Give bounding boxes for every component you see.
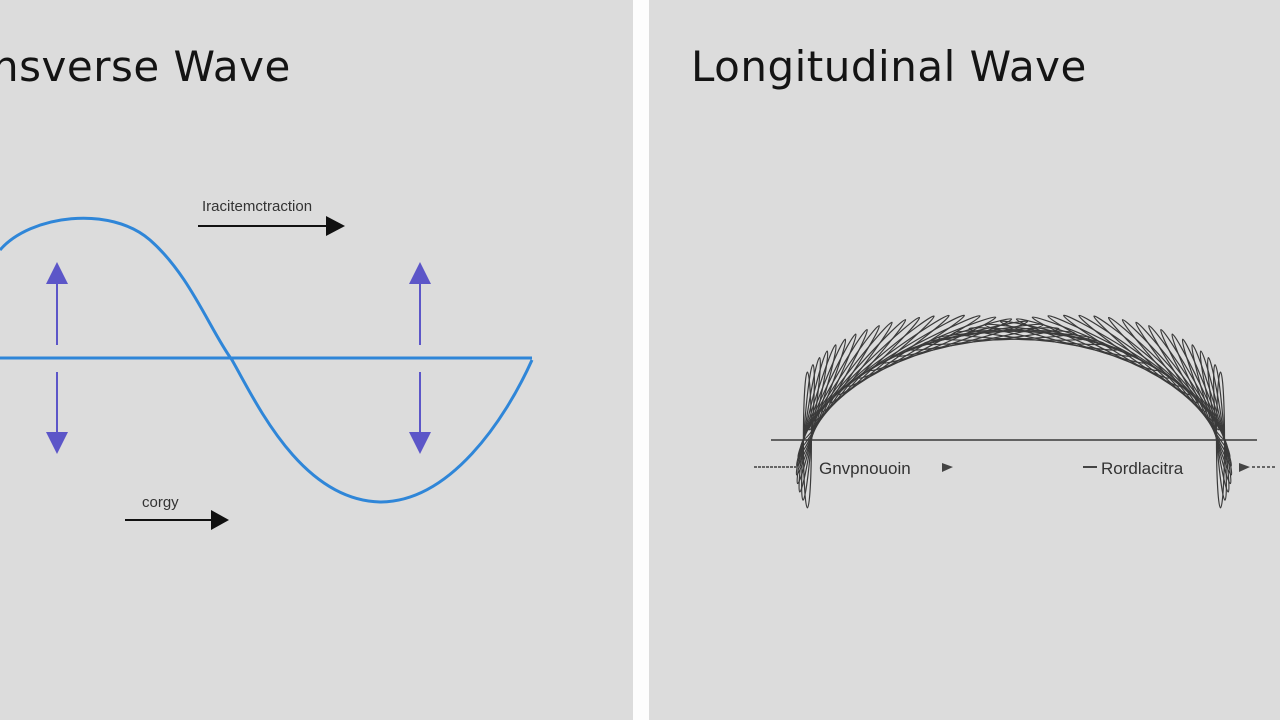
slinky-coil — [953, 330, 1090, 341]
left-label: Gnvpnouoin — [819, 459, 911, 478]
slinky-coil — [858, 315, 981, 379]
bottom-arrow-label: corgy — [142, 494, 179, 511]
up-arrow-left-head — [46, 262, 68, 284]
bottom-direction-arrow-head — [211, 510, 229, 530]
transverse-wave-panel: nsverse Wave Iracitemctraction corgy — [0, 0, 633, 720]
top-arrow-label: Iracitemctraction — [202, 198, 312, 215]
slinky-coils — [771, 314, 1257, 509]
transverse-wave-title: nsverse Wave — [0, 42, 291, 91]
slinky-coil — [796, 350, 829, 485]
slinky-coil — [798, 357, 821, 493]
longitudinal-wave-panel: Longitudinal Wave Gnvpnouoin Rordlacitra — [649, 0, 1280, 720]
longitudinal-wave-title: Longitudinal Wave — [691, 42, 1087, 91]
slinky-coil — [1207, 357, 1230, 493]
slinky-coil — [847, 314, 965, 387]
slinky-coil — [1191, 344, 1233, 476]
slinky-coil — [837, 314, 950, 396]
top-direction-arrow-head — [326, 216, 345, 236]
slinky-coil — [882, 318, 1013, 364]
longitudinal-wave-diagram: Gnvpnouoin Rordlacitra — [754, 314, 1277, 509]
right-label-arrow — [1239, 463, 1250, 472]
wave-curve — [0, 216, 534, 504]
transverse-wave-diagram: Iracitemctraction corgy — [0, 198, 534, 530]
left-label-arrow — [942, 463, 953, 472]
right-label: Rordlacitra — [1101, 459, 1184, 478]
down-arrow-left-head — [46, 432, 68, 454]
slinky-coil — [829, 315, 935, 404]
slinky-coil — [1199, 350, 1232, 485]
down-arrow-right-head — [409, 432, 431, 454]
up-arrow-right-head — [409, 262, 431, 284]
